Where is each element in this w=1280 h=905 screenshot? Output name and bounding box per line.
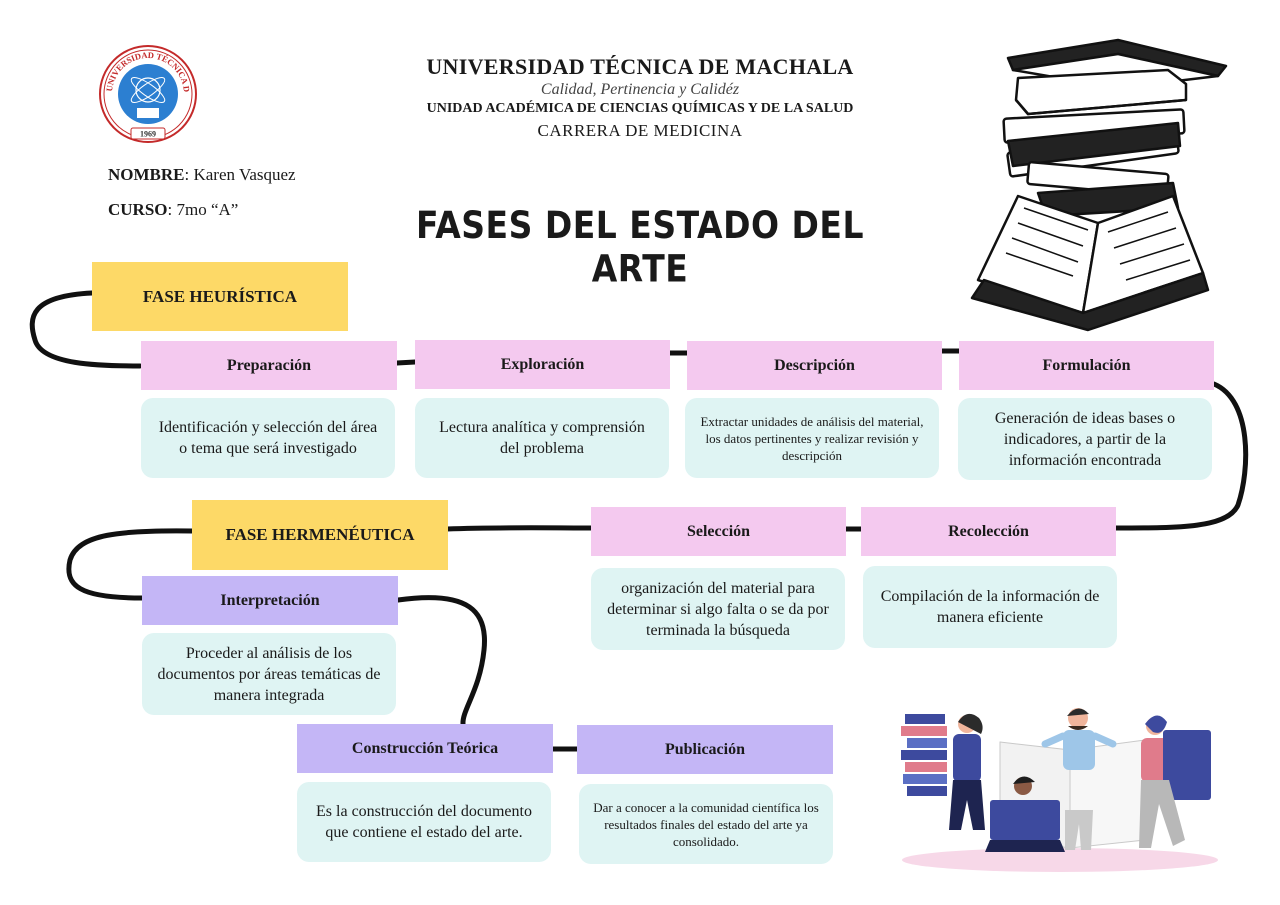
student-course: CURSO: 7mo “A” xyxy=(108,200,238,220)
seal-year: 1969 xyxy=(140,130,156,139)
desc-exploracion-text: Lectura analítica y comprensión del prob… xyxy=(439,419,645,457)
desc-formulacion: Generación de ideas bases o indicadores,… xyxy=(958,398,1212,480)
name-value: : Karen Vasquez xyxy=(184,165,296,184)
stack-of-books-icon xyxy=(970,38,1228,332)
university-seal-icon: UNIVERSIDAD TÉCNICA DE MACHALA 1969 xyxy=(98,44,197,143)
desc-exploracion: Lectura analítica y comprensión del prob… xyxy=(415,398,669,478)
desc-descripcion: Extractar unidades de análisis del mater… xyxy=(685,398,939,478)
course-label: CURSO xyxy=(108,200,168,219)
step-exploracion: Exploración xyxy=(415,340,670,389)
career-name: CARRERA DE MEDICINA xyxy=(537,121,743,140)
step-formulacion-title: Formulación xyxy=(1042,356,1131,374)
step-interpretacion-title: Interpretación xyxy=(220,591,320,609)
step-exploracion-title: Exploración xyxy=(500,355,585,373)
phase-hermeneutica-label: FASE HERMENÉUTICA xyxy=(225,525,415,544)
step-publicacion-title: Publicación xyxy=(664,740,745,758)
step-descripcion: Descripción xyxy=(687,341,942,390)
step-seleccion: Selección xyxy=(591,507,846,556)
desc-preparacion-text: Identificación y selección del área o te… xyxy=(158,419,378,457)
connector-heuristica-to-preparacion xyxy=(29,290,143,369)
desc-recoleccion-text: Compilación de la información de manera … xyxy=(880,588,1100,626)
desc-construccion-text: Es la construcción del documento que con… xyxy=(316,803,532,841)
connector-hermeneutica-to-interpretacion xyxy=(66,528,195,601)
step-seleccion-title: Selección xyxy=(686,522,751,540)
name-label: NOMBRE xyxy=(108,165,185,184)
desc-publicacion-text: Dar a conocer a la comunidad científica … xyxy=(593,799,819,849)
connector-seleccion-hermeneutica xyxy=(444,525,594,532)
desc-recoleccion: Compilación de la información de manera … xyxy=(863,566,1117,648)
desc-construccion: Es la construcción del documento que con… xyxy=(297,782,551,862)
step-construccion: Construcción Teórica xyxy=(297,724,553,773)
step-formulacion: Formulación xyxy=(959,341,1214,390)
step-preparacion: Preparación xyxy=(141,341,397,390)
student-name: NOMBRE: Karen Vasquez xyxy=(108,165,296,185)
step-descripcion-title: Descripción xyxy=(774,356,855,374)
step-publicacion: Publicación xyxy=(577,725,833,774)
connector-formulacion-to-recoleccion xyxy=(1113,381,1249,531)
step-interpretacion: Interpretación xyxy=(142,576,398,625)
step-construccion-title: Construcción Teórica xyxy=(351,739,499,757)
page-title: FASES DEL ESTADO DEL ARTE xyxy=(415,203,864,291)
people-reading-books-icon xyxy=(901,708,1218,872)
step-recoleccion: Recolección xyxy=(861,507,1116,556)
desc-seleccion-text: organización del material para determina… xyxy=(607,579,829,639)
step-preparacion-title: Preparación xyxy=(226,356,312,374)
connector-interpretacion-to-construccion xyxy=(395,595,488,727)
desc-descripcion-text: Extractar unidades de análisis del mater… xyxy=(700,413,924,463)
desc-preparacion: Identificación y selección del área o te… xyxy=(141,398,395,478)
phase-heuristica: FASE HEURÍSTICA xyxy=(92,262,348,331)
desc-interpretacion-text: Proceder al análisis de los documentos p… xyxy=(157,644,381,704)
university-motto: Calidad, Pertinencia y Calidéz xyxy=(540,81,740,98)
desc-seleccion: organización del material para determina… xyxy=(591,568,845,650)
connector-preparacion-exploracion xyxy=(394,359,418,366)
desc-publicacion: Dar a conocer a la comunidad científica … xyxy=(579,784,833,864)
academic-unit: UNIDAD ACADÉMICA DE CIENCIAS QUÍMICAS Y … xyxy=(426,101,854,116)
desc-interpretacion: Proceder al análisis de los documentos p… xyxy=(142,633,396,715)
university-name: UNIVERSIDAD TÉCNICA DE MACHALA xyxy=(426,54,854,79)
desc-formulacion-text: Generación de ideas bases o indicadores,… xyxy=(994,409,1176,469)
phase-heuristica-label: FASE HEURÍSTICA xyxy=(142,286,298,306)
phase-hermeneutica: FASE HERMENÉUTICA xyxy=(192,500,448,570)
step-recoleccion-title: Recolección xyxy=(948,522,1029,540)
course-value: : 7mo “A” xyxy=(167,200,239,219)
